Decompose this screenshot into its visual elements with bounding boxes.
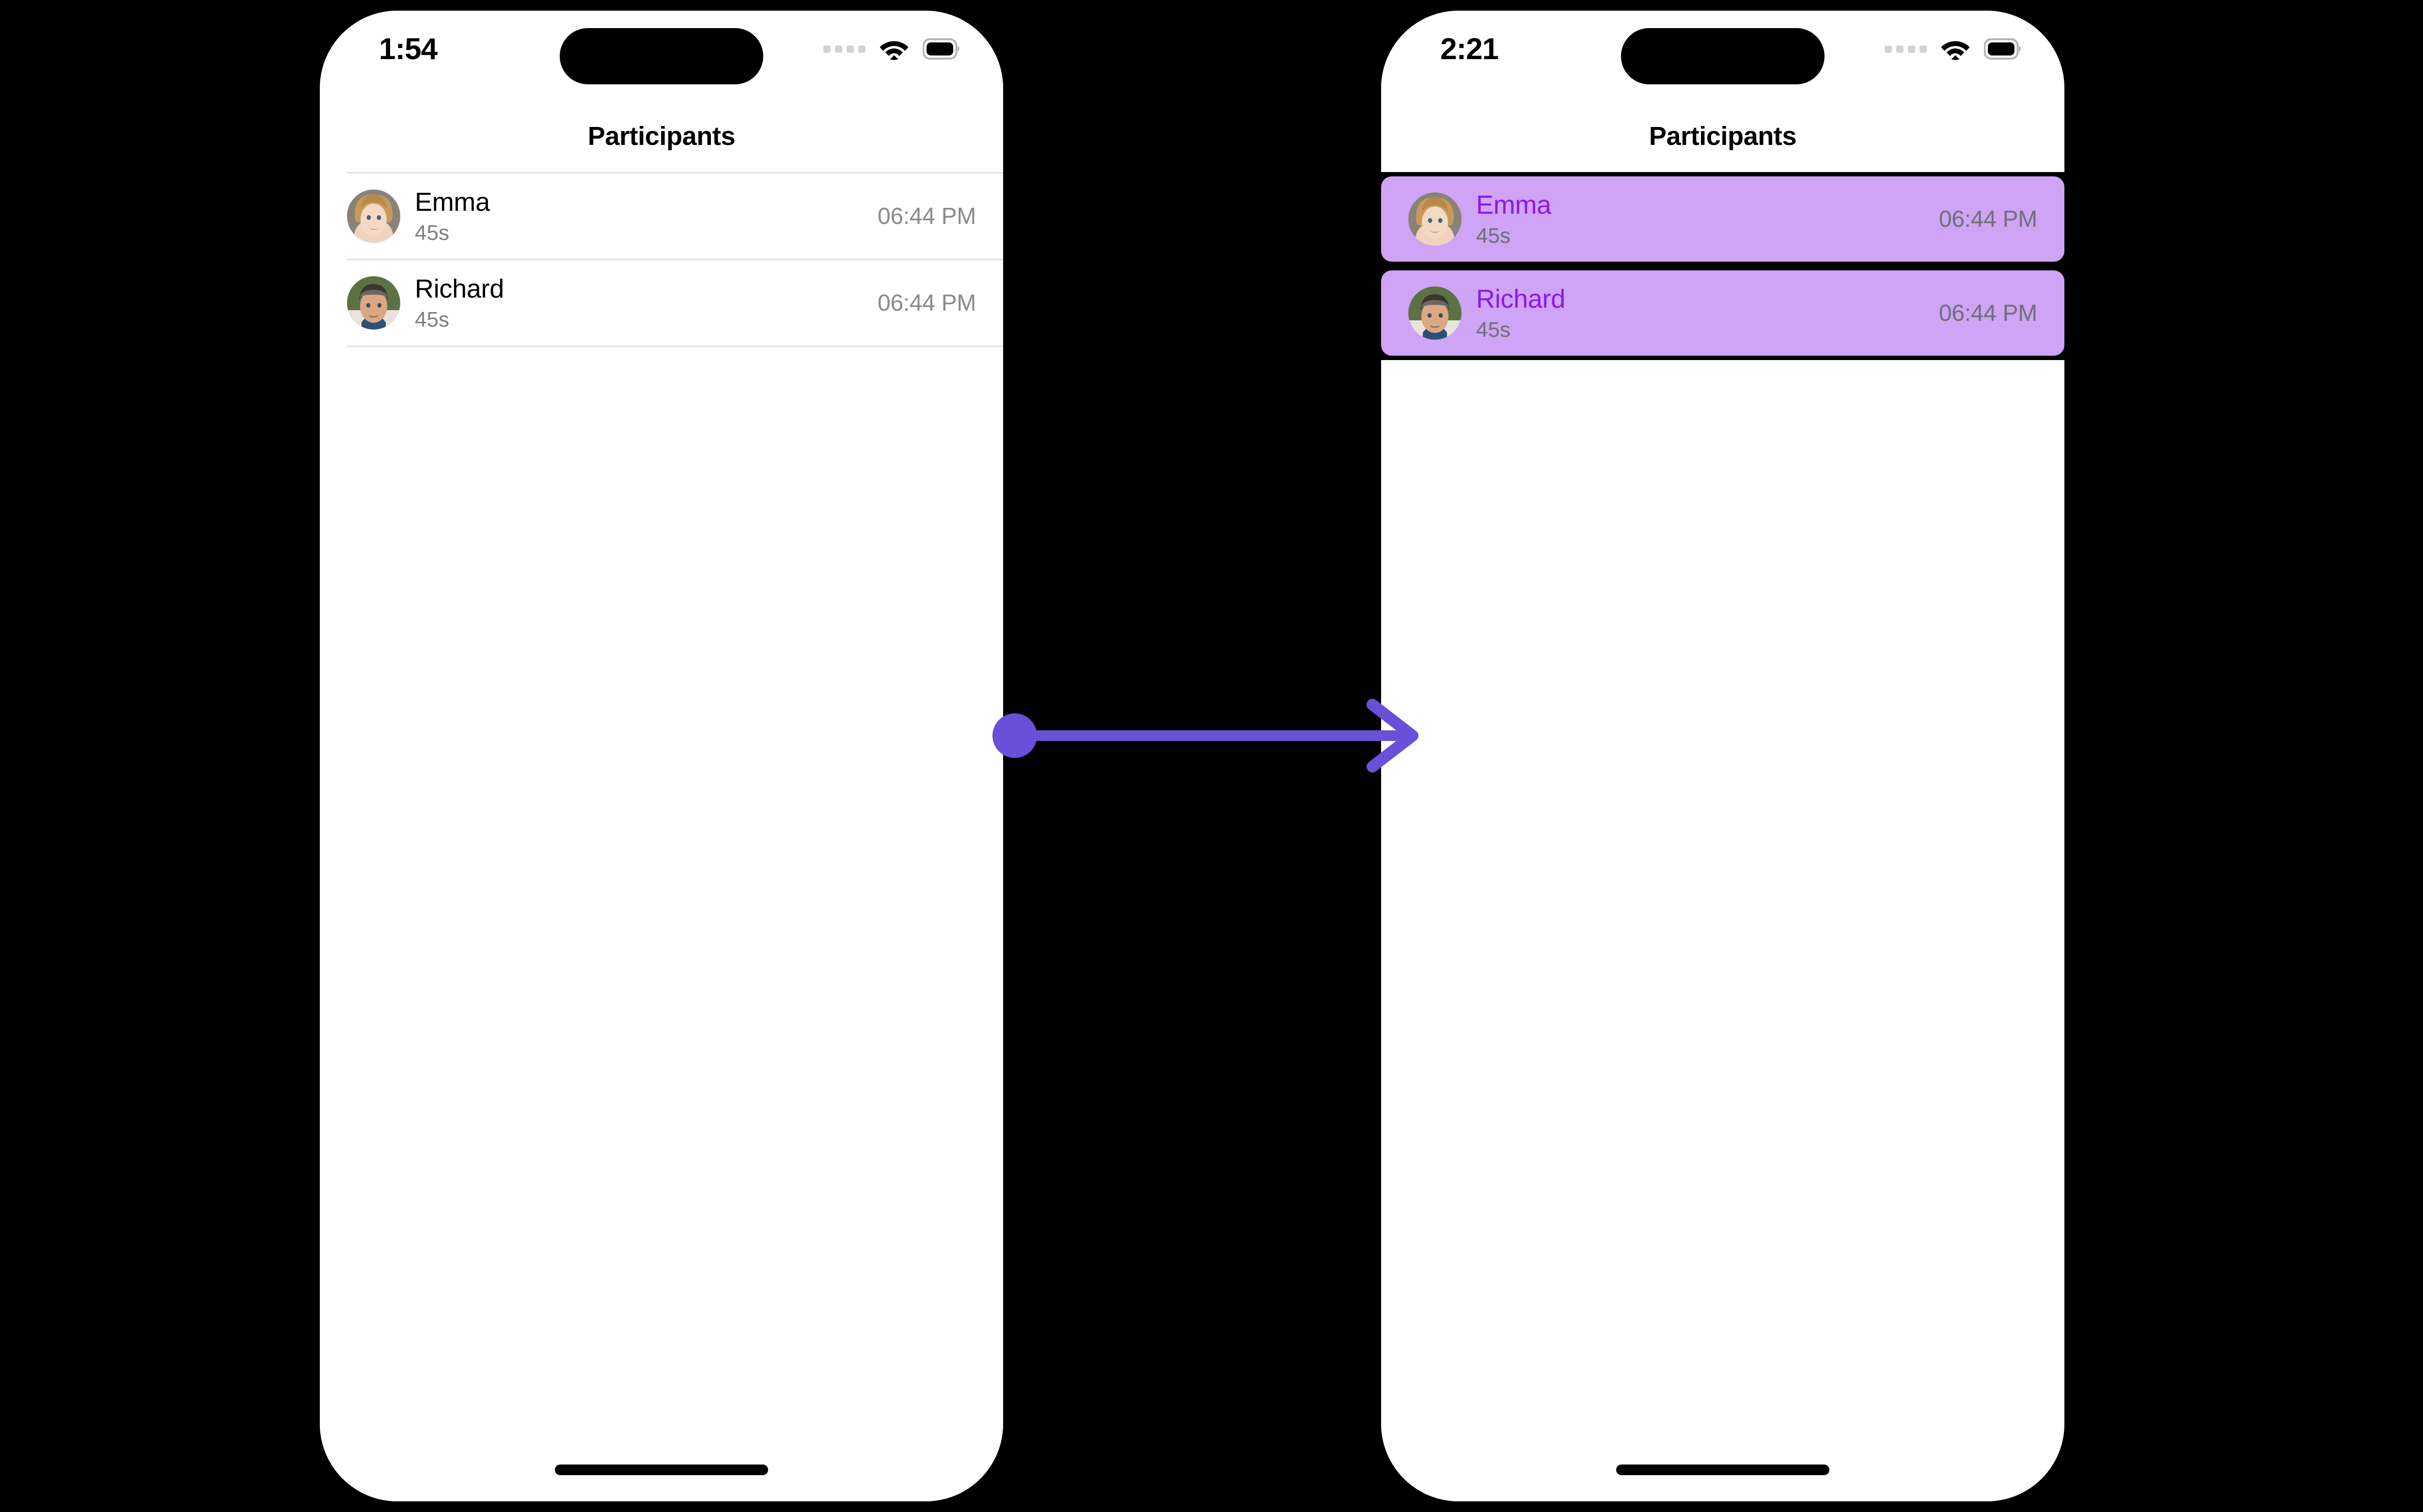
participant-duration: 45s <box>415 221 449 245</box>
arrow-right-icon <box>992 699 1418 772</box>
list-divider <box>347 346 1003 347</box>
phone-screen-before: 1:54 <box>320 11 1003 1501</box>
participant-name: Emma <box>1476 190 1551 220</box>
home-indicator <box>1616 1465 1829 1475</box>
dynamic-island <box>560 28 763 84</box>
status-clock: 2:21 <box>1440 32 1499 66</box>
wifi-icon <box>1940 38 1970 60</box>
cellular-dots-icon <box>1885 45 1927 53</box>
avatar-emma <box>347 189 400 243</box>
cellular-dots-icon <box>823 45 865 53</box>
participant-time: 06:44 PM <box>1938 206 2037 232</box>
page-title: Participants <box>587 122 736 151</box>
participant-duration: 45s <box>1476 224 1510 248</box>
page-title: Participants <box>1649 122 1797 151</box>
participant-texts: Richard 45s <box>415 275 878 331</box>
status-indicators <box>823 38 961 60</box>
participant-time: 06:44 PM <box>1938 300 2037 326</box>
status-clock: 1:54 <box>379 32 438 66</box>
avatar-emma <box>1408 192 1462 246</box>
participant-row-richard[interactable]: Richard 45s 06:44 PM <box>1381 270 2064 356</box>
wifi-icon <box>879 38 909 60</box>
participant-texts: Emma 45s <box>415 187 878 245</box>
participant-name: Richard <box>1476 284 1565 314</box>
avatar-richard <box>1408 286 1462 340</box>
phone-frame-after: 2:21 <box>1381 11 2064 1501</box>
participant-time: 06:44 PM <box>877 203 976 229</box>
participant-duration: 45s <box>415 308 449 332</box>
participants-list-after: Emma 45s 06:44 PM <box>1381 172 2064 360</box>
phone-screen-after: 2:21 <box>1381 11 2064 1501</box>
home-indicator <box>555 1465 768 1475</box>
battery-full-icon <box>1984 38 2023 60</box>
status-bar: 2:21 <box>1381 11 2064 93</box>
battery-full-icon <box>923 38 961 60</box>
participant-row-richard[interactable]: Richard 45s 06:44 PM <box>320 260 1003 346</box>
participant-name: Richard <box>415 274 504 303</box>
participants-list-before: Emma 45s 06:44 PM <box>320 172 1003 347</box>
participant-duration: 45s <box>1476 318 1510 342</box>
participant-name: Emma <box>415 187 490 217</box>
participant-row-emma[interactable]: Emma 45s 06:44 PM <box>320 173 1003 259</box>
selection-outline: Richard 45s 06:44 PM <box>1381 266 2064 360</box>
selection-outline: Emma 45s 06:44 PM <box>1381 172 2064 266</box>
dynamic-island <box>1621 28 1825 84</box>
participant-time: 06:44 PM <box>877 290 976 316</box>
phone-frame-before: 1:54 <box>320 11 1003 1501</box>
status-bar: 1:54 <box>320 11 1003 93</box>
participant-texts: Emma 45s <box>1476 191 1939 247</box>
participant-texts: Richard 45s <box>1476 285 1939 341</box>
status-indicators <box>1885 38 2023 60</box>
avatar-richard <box>347 276 400 330</box>
participant-row-emma[interactable]: Emma 45s 06:44 PM <box>1381 176 2064 262</box>
list-divider <box>347 259 1003 260</box>
list-divider <box>347 172 1003 173</box>
